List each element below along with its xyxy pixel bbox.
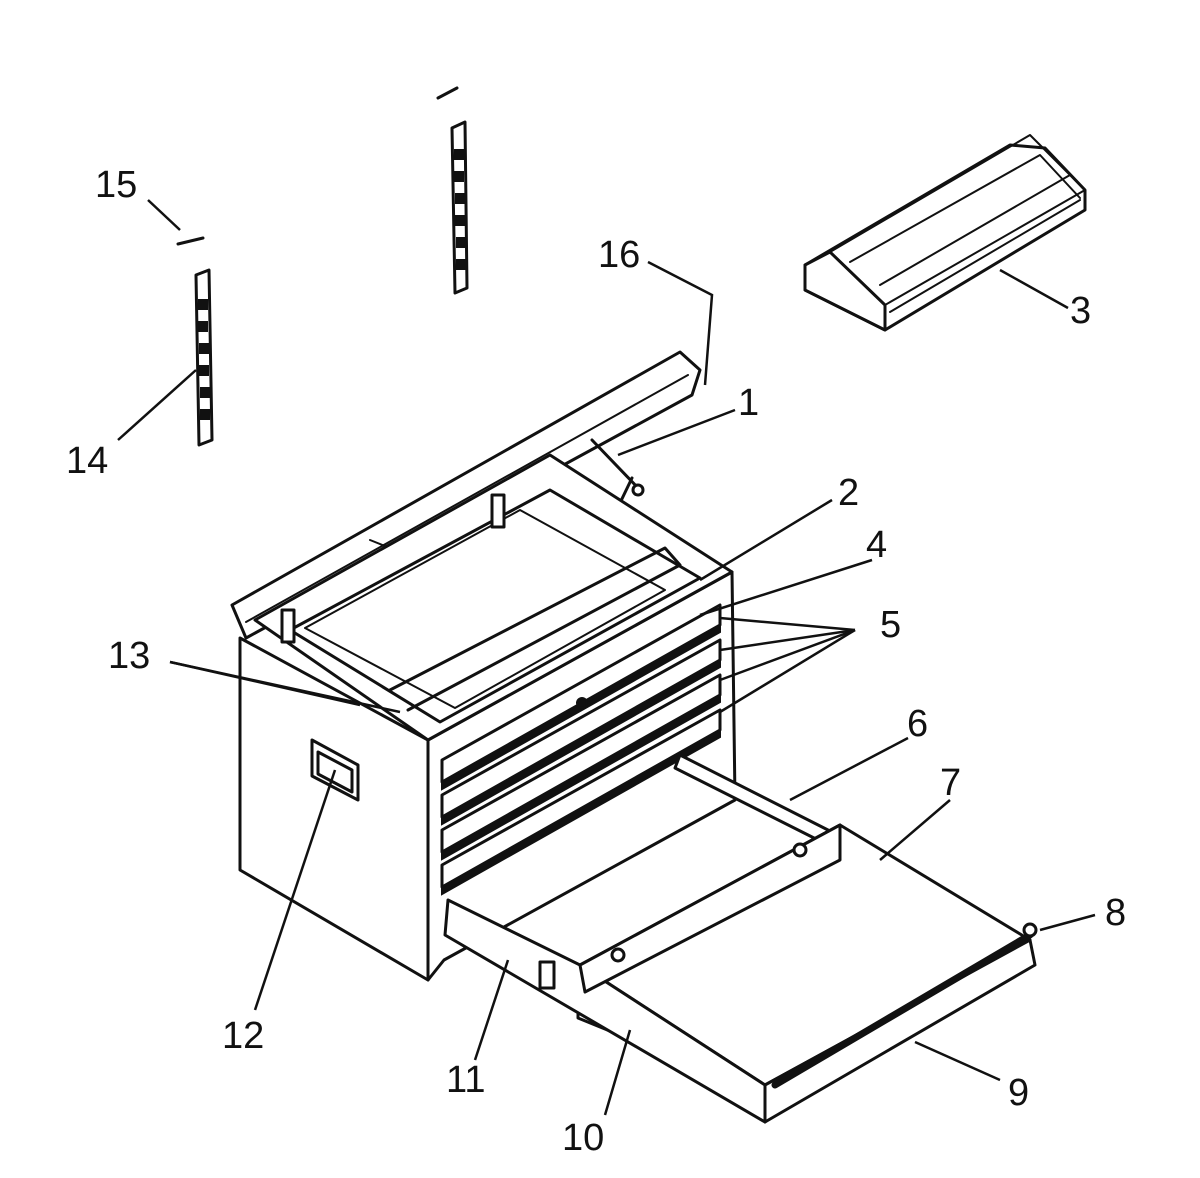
label-1: 1: [738, 382, 759, 424]
part-14-left-drawer-strip: [194, 268, 214, 447]
label-5: 5: [880, 604, 901, 646]
label-3: 3: [1070, 290, 1091, 332]
label-6: 6: [907, 703, 928, 745]
label-4: 4: [866, 524, 887, 566]
open-bottom-drawer: [443, 823, 1038, 1124]
label-13: 13: [108, 635, 150, 677]
callout-labels: 15 14 16 3 1 2 4 5 13 6 7 8 9 12 11 10: [66, 164, 1126, 1159]
part-center-drawer-strip: [436, 86, 469, 295]
label-2: 2: [838, 472, 859, 514]
label-15: 15: [95, 164, 137, 206]
part-3-top-tray: [803, 134, 1087, 332]
label-10: 10: [562, 1117, 604, 1159]
label-8: 8: [1105, 892, 1126, 934]
label-7: 7: [940, 762, 961, 804]
label-16: 16: [598, 234, 640, 276]
label-12: 12: [222, 1015, 264, 1057]
leader-lines: [117, 199, 1096, 1116]
label-9: 9: [1008, 1072, 1029, 1114]
label-11: 11: [446, 1059, 485, 1101]
part-15-pin: [176, 236, 205, 246]
label-14: 14: [66, 440, 108, 482]
drawer-stack: [440, 603, 722, 896]
